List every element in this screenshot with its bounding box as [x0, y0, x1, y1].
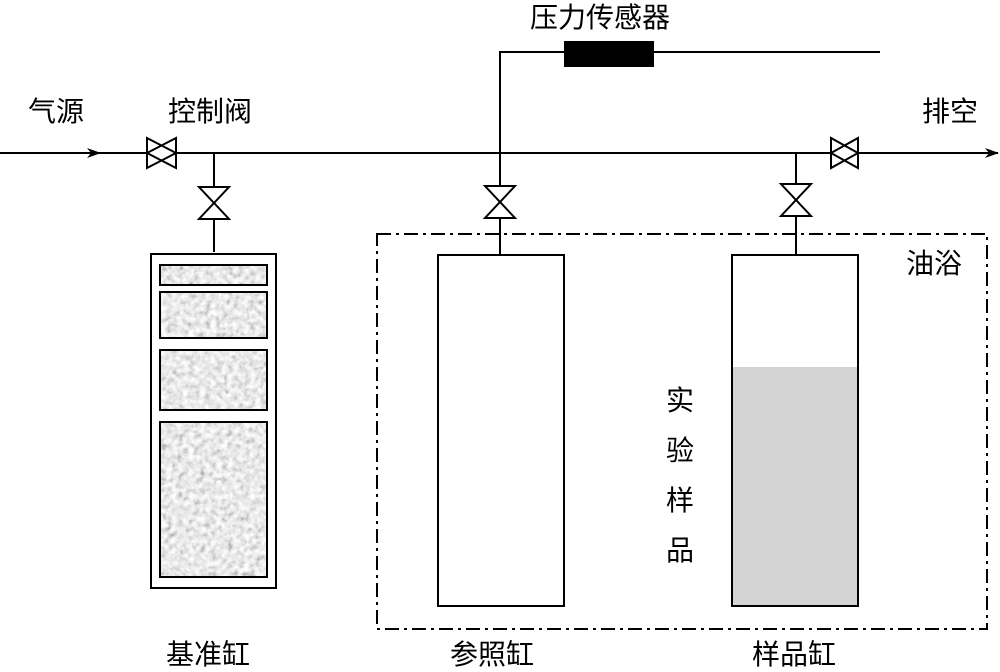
pressure-sensor-icon	[564, 41, 654, 67]
sensor-pipe	[499, 51, 880, 153]
sample-char-4: 品	[666, 534, 694, 567]
reference-cylinder	[150, 253, 277, 589]
gas-source-label: 气源	[28, 95, 84, 128]
filler-block-2	[160, 292, 267, 338]
sample-cylinder-label: 样品缸	[752, 638, 836, 671]
exhaust-valve-icon	[828, 136, 861, 170]
valve-left-icon	[196, 186, 232, 220]
valve-right-icon	[778, 183, 814, 217]
oil-bath-label: 油浴	[906, 247, 962, 280]
sample-fill	[732, 367, 858, 606]
filler-block-1	[159, 264, 268, 286]
reference-tank-label: 参照缸	[450, 638, 534, 671]
control-valve-icon	[144, 136, 179, 170]
oil-bath-box	[376, 233, 988, 630]
exhaust-label: 排空	[922, 95, 978, 128]
filler-block-3	[160, 350, 267, 410]
control-valve-label: 控制阀	[168, 95, 252, 128]
valve-middle-icon	[482, 185, 518, 219]
sample-cylinder	[731, 254, 859, 607]
sample-char-2: 验	[666, 434, 694, 467]
sample-char-1: 实	[666, 384, 694, 417]
filler-block-4	[160, 422, 267, 577]
pressure-sensor-label: 压力传感器	[530, 1, 670, 34]
reference-cylinder-label: 基准缸	[166, 638, 250, 671]
sample-char-3: 样	[666, 484, 694, 517]
reference-tank	[437, 254, 565, 607]
